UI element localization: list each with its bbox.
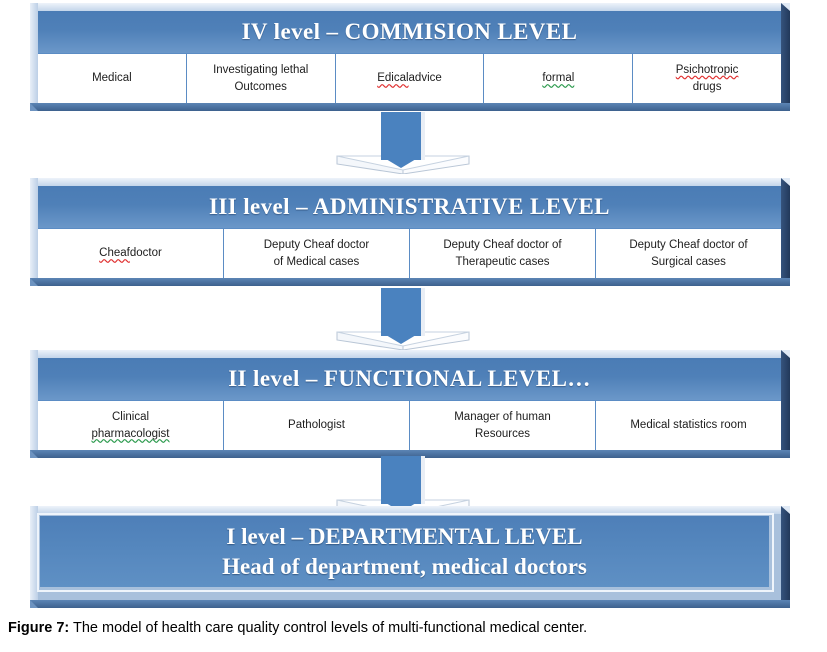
cell-text-line1: Medical xyxy=(92,72,132,85)
cell-text-line1: Manager of human xyxy=(454,410,551,423)
cell-text-line1: Pathologist xyxy=(288,419,345,432)
figure-caption-label: Figure 7: xyxy=(8,620,70,636)
bevel-miter-bottom-left xyxy=(30,600,38,608)
bevel-miter-top-right xyxy=(781,3,790,11)
level-2-cell-4[interactable]: Medical statistics room xyxy=(596,401,781,450)
arrow-3-to-2 xyxy=(323,288,483,350)
level-4-cell-3[interactable]: Edical advice xyxy=(335,54,485,103)
cell-text-line1: Deputy Cheaf doctor of xyxy=(629,238,748,251)
bevel-miter-bottom-left xyxy=(30,450,38,458)
level-2-block: II level – FUNCTIONAL LEVEL… Clinical ph… xyxy=(30,350,790,458)
cell-text-line2: pharmacologist xyxy=(91,427,170,440)
level-4-header: IV level – COMMISION LEVEL xyxy=(38,11,781,53)
bevel-top xyxy=(30,506,790,514)
level-3-cell-1[interactable]: Cheaf doctor xyxy=(38,229,224,278)
bevel-top xyxy=(30,350,790,358)
bevel-right xyxy=(781,506,790,608)
cell-text-line1: Clinical xyxy=(111,410,150,423)
level-3-cell-2[interactable]: Deputy Cheaf doctor of Medical cases xyxy=(224,229,410,278)
cell-text-line1: Deputy Cheaf doctor xyxy=(263,238,370,251)
level-4-cell-4[interactable]: formal xyxy=(484,54,634,103)
level-3-block: III level – ADMINISTRATIVE LEVEL Cheaf d… xyxy=(30,178,790,286)
cell-text-line1: Cheaf xyxy=(99,247,130,260)
bevel-top xyxy=(30,178,790,186)
bevel-top xyxy=(30,3,790,11)
bevel-left xyxy=(30,178,38,286)
level-1-block: I level – DEPARTMENTAL LEVEL Head of dep… xyxy=(30,506,790,608)
cell-text-line2: Outcomes xyxy=(234,80,287,93)
bevel-right xyxy=(781,350,790,458)
level-1-title-line1: I level – DEPARTMENTAL LEVEL xyxy=(226,523,583,549)
arrow-4-to-3 xyxy=(323,112,483,174)
bevel-bottom xyxy=(30,450,790,458)
cell-text-line2: Surgical cases xyxy=(651,255,726,268)
bevel-bottom xyxy=(30,278,790,286)
bevel-left xyxy=(30,350,38,458)
cell-text-line2: Therapeutic cases xyxy=(455,255,550,268)
bevel-miter-top-right xyxy=(781,178,790,186)
bevel-miter-bottom-left xyxy=(30,103,38,111)
level-2-header: II level – FUNCTIONAL LEVEL… xyxy=(38,358,781,400)
bevel-right xyxy=(781,178,790,286)
level-2-cell-1[interactable]: Clinical pharmacologist xyxy=(38,401,224,450)
level-4-cell-2[interactable]: Investigating lethal Outcomes xyxy=(186,54,336,103)
figure-caption-text: The model of health care quality control… xyxy=(69,620,588,636)
level-1-inner-rim xyxy=(37,513,774,592)
bevel-left xyxy=(30,506,38,608)
level-3-cell-3[interactable]: Deputy Cheaf doctor of Therapeutic cases xyxy=(410,229,596,278)
cell-text-line1: Psichotropic xyxy=(675,63,739,76)
cell-text-line1: Deputy Cheaf doctor of xyxy=(443,238,562,251)
level-2-cell-3[interactable]: Manager of human Resources xyxy=(410,401,596,450)
bevel-left xyxy=(30,3,38,111)
bevel-miter-top-right xyxy=(781,506,790,514)
bevel-miter-top-right xyxy=(781,350,790,358)
level-4-cell-5[interactable]: Psichotropic drugs xyxy=(633,54,781,103)
level-4-block: IV level – COMMISION LEVEL Medical Inves… xyxy=(30,3,790,111)
cell-text-line2: advice xyxy=(408,72,442,85)
level-3-cell-4[interactable]: Deputy Cheaf doctor of Surgical cases xyxy=(596,229,781,278)
level-1-panel: I level – DEPARTMENTAL LEVEL Head of dep… xyxy=(40,516,769,587)
level-1-title-line2: Head of department, medical doctors xyxy=(222,553,587,579)
cell-text-line1: formal xyxy=(542,72,575,85)
bevel-right xyxy=(781,3,790,111)
level-4-cell-row: Medical Investigating lethal Outcomes Ed… xyxy=(38,53,781,103)
bevel-miter-bottom-left xyxy=(30,278,38,286)
level-4-cell-1[interactable]: Medical xyxy=(38,54,187,103)
bevel-bottom xyxy=(30,600,790,608)
level-2-cell-2[interactable]: Pathologist xyxy=(224,401,410,450)
cell-text-line1: Medical statistics room xyxy=(630,419,747,432)
level-3-header: III level – ADMINISTRATIVE LEVEL xyxy=(38,186,781,228)
bevel-bottom xyxy=(30,103,790,111)
cell-text-line1: Edical xyxy=(377,72,409,85)
cell-text-line2: doctor xyxy=(129,247,162,260)
cell-text-line1: Investigating lethal xyxy=(213,63,309,76)
cell-text-line2: drugs xyxy=(692,80,722,93)
cell-text-line2: of Medical cases xyxy=(273,255,360,268)
level-3-cell-row: Cheaf doctor Deputy Cheaf doctor of Medi… xyxy=(38,228,781,278)
figure-caption: Figure 7: The model of health care quali… xyxy=(8,620,823,636)
cell-text-line2: Resources xyxy=(475,427,530,440)
level-2-cell-row: Clinical pharmacologist Pathologist Mana… xyxy=(38,400,781,450)
